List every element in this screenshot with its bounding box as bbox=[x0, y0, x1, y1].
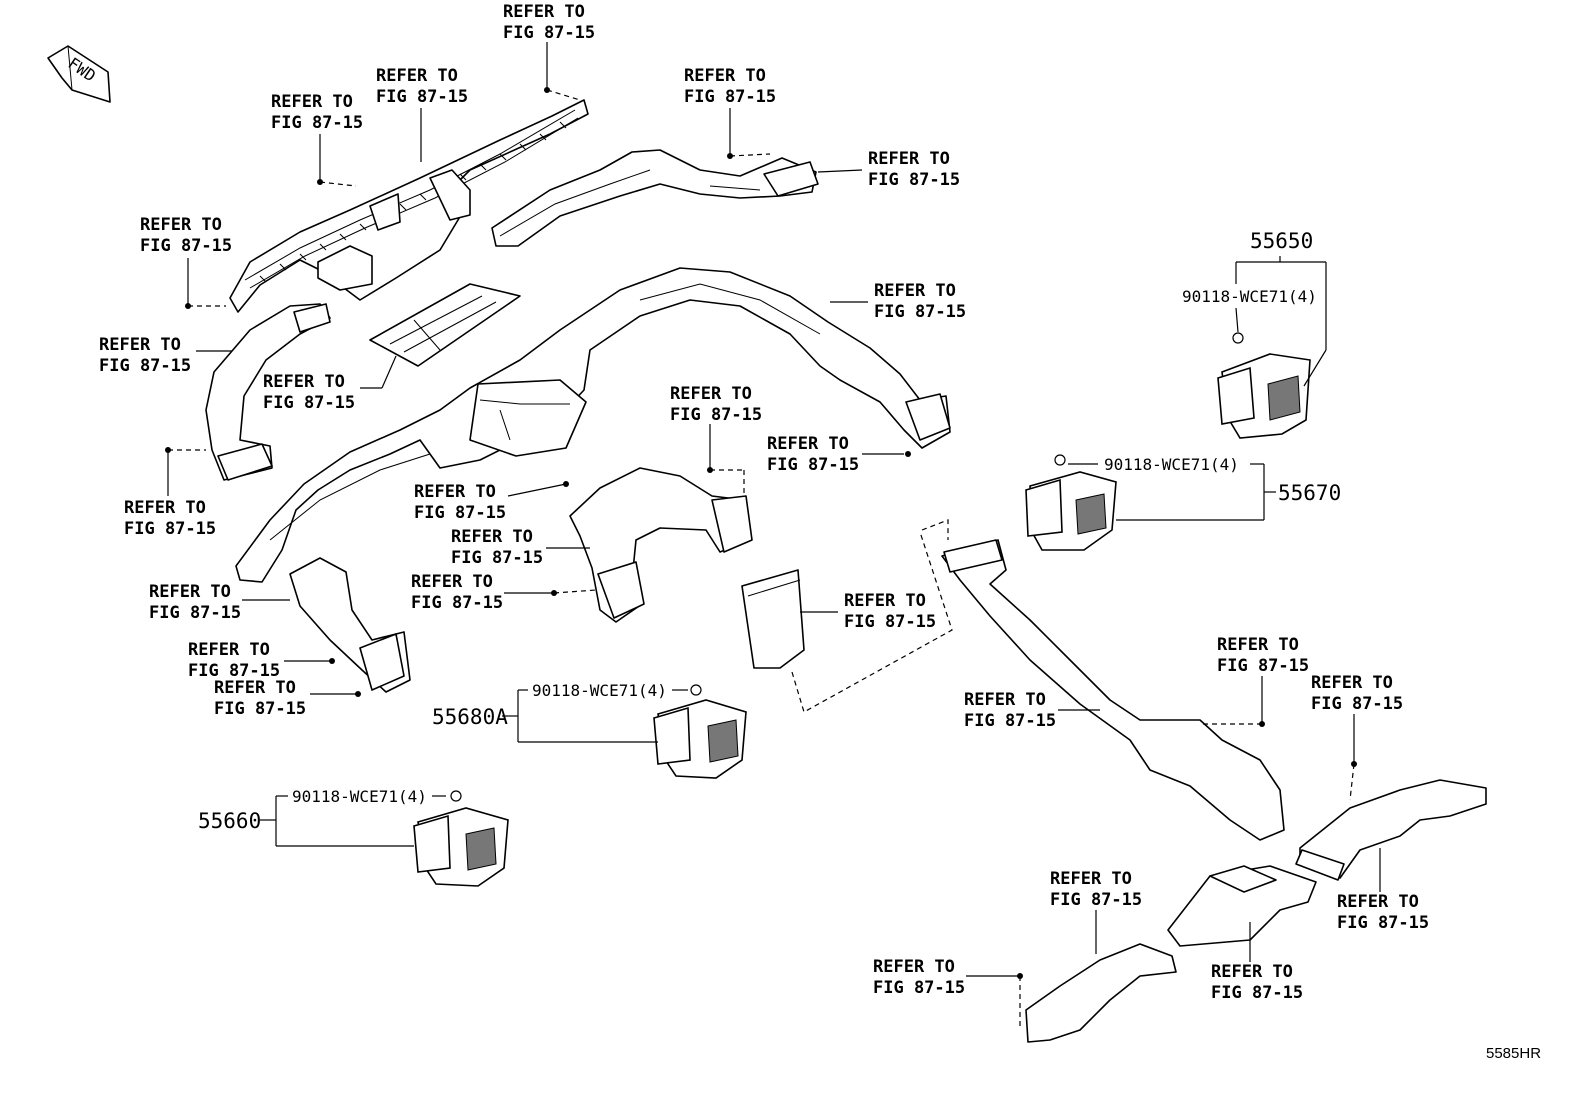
rear-floor-duct bbox=[921, 519, 1285, 841]
part-number-55680A: 55680A bbox=[432, 705, 508, 729]
fastener-label: 90118-WCE71(4) bbox=[532, 681, 667, 700]
fastener-label: 90118-WCE71(4) bbox=[1182, 287, 1317, 306]
screw-icon bbox=[1232, 332, 1244, 344]
leader-lines bbox=[167, 42, 1381, 1030]
screw-icon bbox=[450, 790, 462, 802]
clip-icon bbox=[329, 658, 335, 664]
vent-register-55650 bbox=[1217, 353, 1311, 439]
right-lower-ducts bbox=[1025, 779, 1487, 1043]
center-register-grid bbox=[369, 283, 521, 367]
fwd-arrow-icon: FWD bbox=[47, 45, 111, 103]
screw-icon bbox=[690, 684, 702, 696]
center-lower-duct bbox=[569, 467, 753, 623]
clip-icon bbox=[355, 691, 361, 697]
vent-register-55680A bbox=[653, 699, 747, 779]
part-number-55660: 55660 bbox=[198, 809, 261, 833]
defroster-nozzle bbox=[229, 99, 589, 313]
part-number-55670: 55670 bbox=[1278, 481, 1341, 505]
vent-register-55670 bbox=[1025, 471, 1117, 551]
fastener-label: 90118-WCE71(4) bbox=[1104, 455, 1239, 474]
part-number-55650: 55650 bbox=[1250, 229, 1313, 253]
part-numbers: 55650 90118-WCE71(4) 90118-WCE71(4) 5567… bbox=[198, 229, 1541, 1062]
diagram-code: 5585HR bbox=[1486, 1045, 1541, 1062]
left-lower-duct bbox=[289, 557, 411, 693]
center-connector-duct bbox=[741, 531, 953, 713]
vent-register-55660 bbox=[413, 807, 509, 887]
left-side-duct bbox=[205, 303, 331, 481]
fastener-label: 90118-WCE71(4) bbox=[292, 787, 427, 806]
upper-right-duct bbox=[491, 149, 819, 247]
main-panel-duct bbox=[235, 267, 951, 583]
screw-icon bbox=[1054, 454, 1066, 466]
clip-icon bbox=[905, 451, 911, 457]
